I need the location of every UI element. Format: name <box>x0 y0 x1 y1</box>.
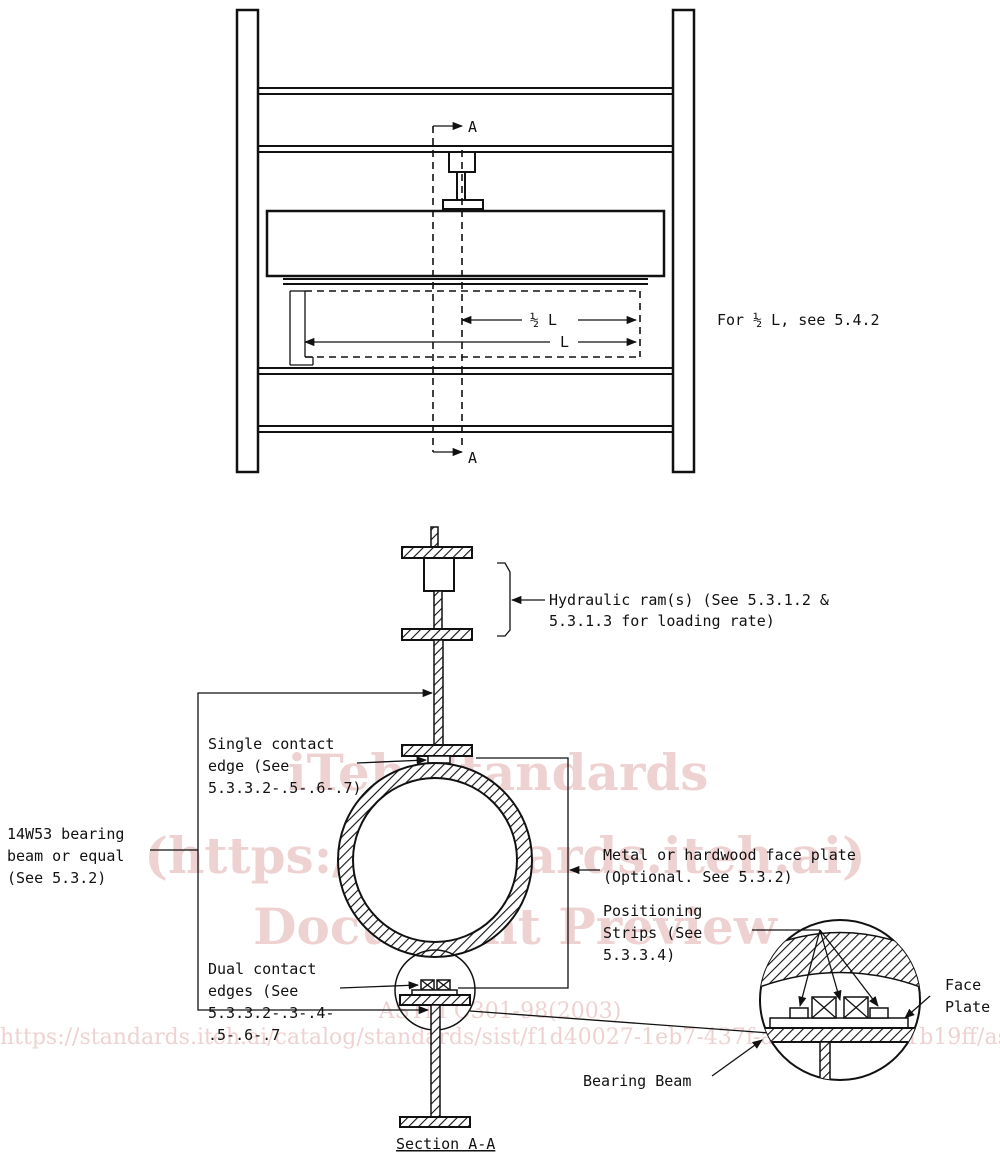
dimension-half-length: ½ L <box>530 311 557 329</box>
pipe-specimen-elevation <box>289 290 641 366</box>
bearing-beam-14w53-label: 14W53 bearing beam or equal (See 5.3.2) <box>7 825 133 887</box>
ram-plate <box>442 199 484 210</box>
left-column <box>235 8 260 474</box>
elevation-view: A A ½ L L For ½ L, see 5.4.2 <box>235 8 880 474</box>
face-plate-optional-label: Metal or hardwood face plate (Optional. … <box>603 846 865 886</box>
ram-bracket <box>497 562 511 637</box>
half-length-note: For ½ L, see 5.4.2 <box>717 311 880 329</box>
bearing-beam-elevation <box>265 209 666 278</box>
crossbeams <box>258 87 673 433</box>
ram-rod <box>456 171 466 201</box>
bearing-beam-14w53-leader <box>197 688 434 1015</box>
face-plate-label: Face Plate <box>945 976 990 1016</box>
single-contact-edge <box>427 755 451 764</box>
bearing-beam-bottom-flange <box>401 744 473 757</box>
positioning-strip-left <box>789 1007 809 1019</box>
hydraulic-ram-rod <box>433 590 443 630</box>
face-plate-leader <box>458 757 569 989</box>
section-line-a-a: A A <box>432 118 477 467</box>
ram-bottom-flange <box>401 628 473 641</box>
bearing-beam-label: Bearing Beam <box>583 1072 691 1090</box>
pipe-bore <box>352 777 518 943</box>
top-flange <box>401 546 473 559</box>
section-mark-bottom: A <box>468 449 477 467</box>
section-mark-top: A <box>468 118 477 136</box>
lower-beam-top-flange <box>399 994 471 1006</box>
lower-beam-web <box>430 1004 441 1118</box>
bearing-beam-web <box>433 639 444 746</box>
dimension-lines: ½ L L <box>303 311 638 351</box>
section-a-a-view: Hydraulic ram(s) (See 5.3.1.2 & 5.3.1.3 … <box>7 526 865 1153</box>
hydraulic-ram-cylinder <box>423 557 455 592</box>
positioning-strip-right <box>869 1007 889 1019</box>
enlarged-detail: Positioning Strips (See 5.3.3.4) Face Pl… <box>583 902 990 1090</box>
section-title: Section A-A <box>396 1135 495 1153</box>
lower-beam-bottom-flange <box>399 1116 471 1128</box>
positioning-strips-label: Positioning Strips (See 5.3.3.4) <box>603 902 711 964</box>
dual-contact-label: Dual contact edges (See 5.3.3.2-.3-.4- .… <box>208 960 343 1044</box>
detail-connector <box>469 1010 771 1034</box>
dimension-length: L <box>560 333 569 351</box>
hydraulic-ram-label: Hydraulic ram(s) (See 5.3.1.2 & 5.3.1.3 … <box>549 591 838 630</box>
single-contact-label: Single contact edge (See 5.3.3.2-.5-.6-.… <box>208 735 362 797</box>
right-column <box>671 8 696 474</box>
